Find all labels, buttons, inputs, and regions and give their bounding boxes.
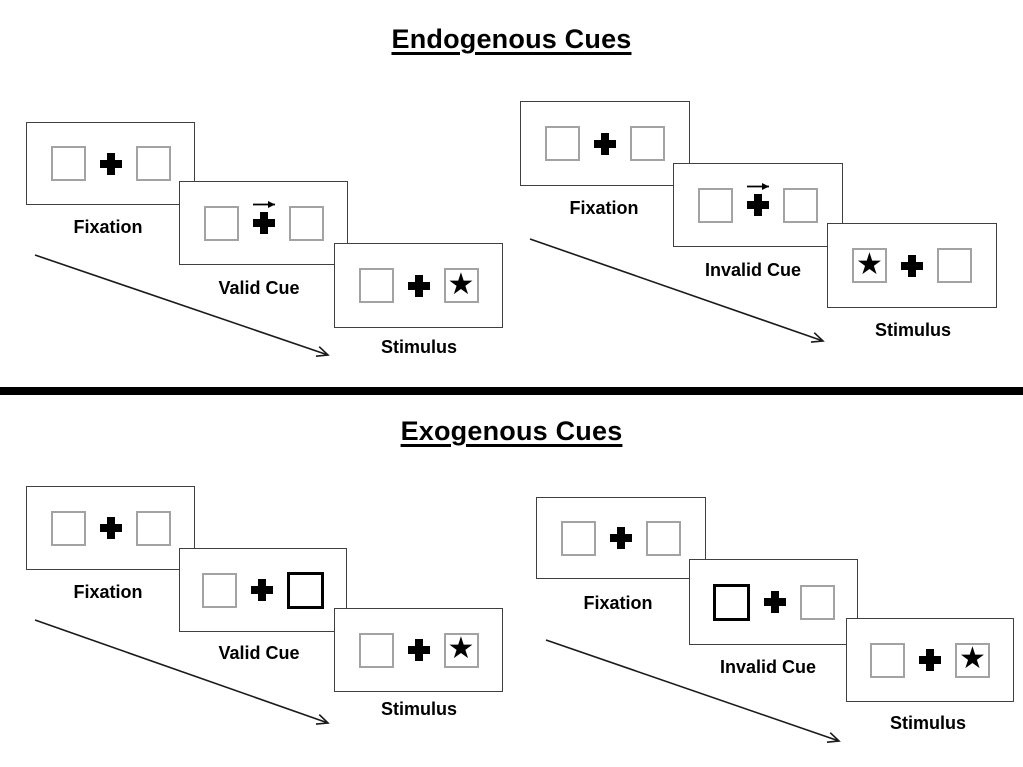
- right-placeholder-box: [135, 510, 171, 546]
- fixation-cross-icon: [252, 212, 275, 234]
- sequence-order-arrow: [34, 619, 330, 725]
- fixation-cross-icon: [763, 591, 786, 613]
- endo-invalid-stimulus-panel: ★: [827, 223, 997, 308]
- right-target-box: ★: [443, 266, 479, 303]
- cue-label: Invalid Cue: [719, 657, 817, 677]
- fixation-cross-icon: [610, 527, 632, 549]
- target-star-icon: ★: [856, 246, 883, 282]
- fixation-label: Fixation: [569, 198, 639, 218]
- right-peripheral-cue-box: [287, 571, 324, 609]
- right-placeholder-box: [288, 205, 324, 241]
- fixation-cross-icon: [407, 274, 430, 297]
- left-placeholder-box: [870, 642, 905, 678]
- target-star-icon: ★: [447, 266, 475, 302]
- exo-valid-cue-panel: [179, 548, 347, 632]
- endo-valid-cue-panel: [179, 181, 348, 265]
- section-title-endogenous: Endogenous Cues: [391, 24, 632, 54]
- right-target-box: ★: [955, 641, 990, 678]
- left-placeholder-box: [561, 520, 596, 556]
- endo-valid-stimulus-panel: ★: [334, 243, 503, 328]
- left-peripheral-cue-box: [712, 583, 750, 621]
- cue-arrow-right-icon: [252, 201, 275, 208]
- left-placeholder-box: [698, 187, 733, 223]
- right-placeholder-box: [630, 126, 665, 161]
- target-star-icon: ★: [447, 631, 475, 666]
- cue-label: Valid Cue: [218, 643, 300, 663]
- fixation-cross-icon: [99, 517, 122, 539]
- section-divider: [0, 387, 1023, 395]
- right-placeholder-box: [799, 584, 835, 620]
- fixation-cross-icon: [901, 254, 923, 277]
- fixation-cross-icon: [99, 152, 122, 175]
- right-placeholder-box: [646, 520, 681, 556]
- right-placeholder-box: [783, 187, 818, 223]
- fixation-cross-icon: [919, 649, 941, 671]
- stimulus-label: Stimulus: [874, 320, 952, 340]
- left-placeholder-box: [545, 126, 580, 161]
- exo-invalid-fixation-panel: [536, 497, 706, 579]
- endo-invalid-fixation-panel: [520, 101, 690, 186]
- left-target-box: ★: [852, 248, 887, 283]
- fixation-label: Fixation: [583, 593, 653, 613]
- stimulus-label: Stimulus: [889, 713, 967, 733]
- fixation-label: Fixation: [73, 582, 143, 602]
- left-placeholder-box: [50, 146, 86, 181]
- left-placeholder-box: [358, 268, 394, 303]
- exo-invalid-stimulus-panel: ★: [846, 618, 1014, 702]
- fixation-cross-icon: [747, 194, 769, 216]
- sequence-order-arrow: [529, 238, 825, 343]
- cue-label: Valid Cue: [218, 278, 300, 298]
- endo-valid-fixation-panel: [26, 122, 195, 205]
- fixation-cross-icon: [407, 639, 430, 661]
- right-target-box: ★: [443, 631, 479, 668]
- left-placeholder-box: [203, 205, 239, 241]
- exo-valid-stimulus-panel: ★: [334, 608, 503, 692]
- target-star-icon: ★: [959, 641, 986, 676]
- right-placeholder-box: [937, 248, 972, 283]
- section-title-exogenous: Exogenous Cues: [400, 416, 623, 446]
- fixation-label: Fixation: [73, 217, 143, 237]
- fixation-cross-icon: [251, 579, 273, 601]
- right-placeholder-box: [135, 146, 171, 181]
- stimulus-label: Stimulus: [380, 699, 458, 719]
- cue-label: Invalid Cue: [704, 260, 802, 280]
- exo-valid-fixation-panel: [26, 486, 195, 570]
- fixation-cross-icon: [594, 132, 616, 155]
- left-placeholder-box: [202, 572, 237, 608]
- left-placeholder-box: [50, 510, 86, 546]
- stimulus-label: Stimulus: [380, 337, 458, 357]
- left-placeholder-box: [358, 632, 394, 668]
- sequence-order-arrow: [545, 639, 841, 743]
- cue-arrow-right-icon: [747, 183, 769, 190]
- sequence-order-arrow: [34, 254, 330, 357]
- exo-invalid-cue-panel: [689, 559, 858, 645]
- endo-invalid-cue-panel: [673, 163, 843, 247]
